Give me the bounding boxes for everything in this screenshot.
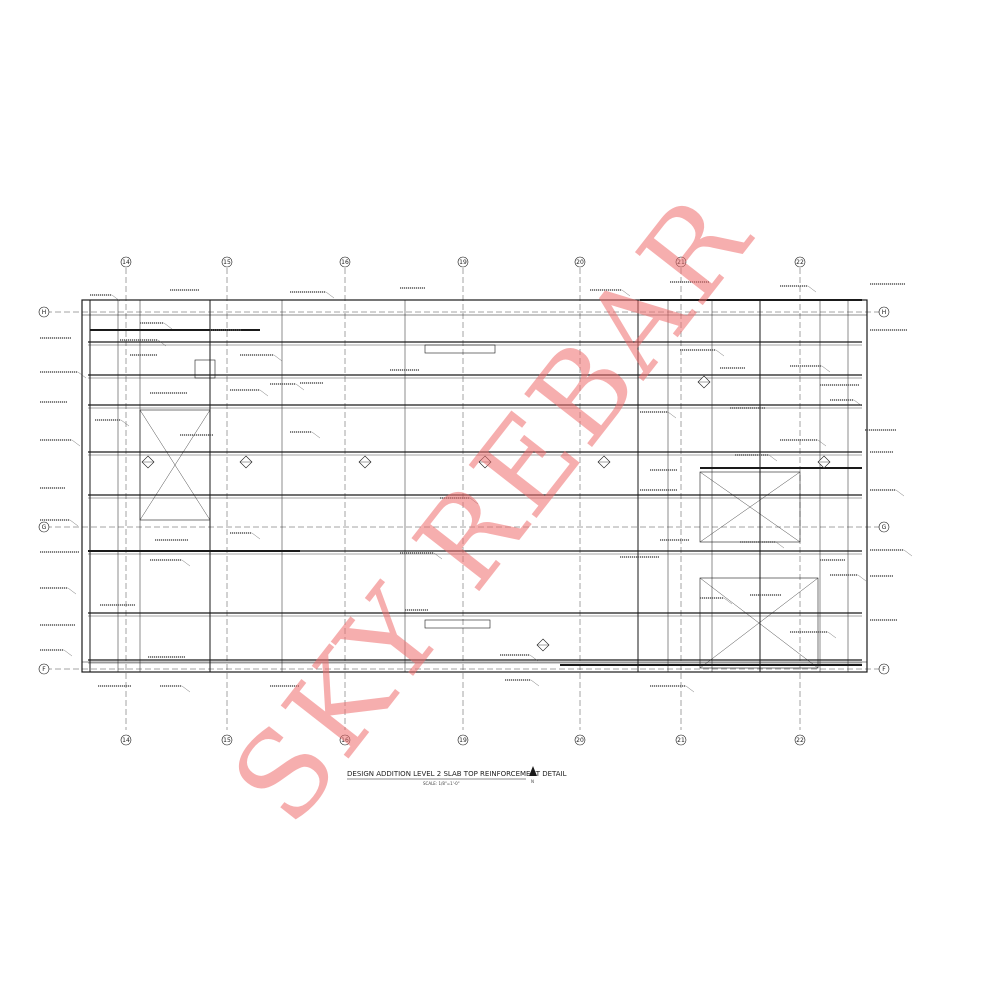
grid-bubble-circle <box>221 734 233 746</box>
rebar-callout-leader <box>111 294 121 302</box>
slab-opening-diagonal <box>139 409 211 521</box>
rebar-callout-leader <box>63 649 73 657</box>
grid-bubble-circle <box>339 256 351 268</box>
grid-bubble-label: 15 <box>223 737 231 744</box>
rebar-callout-leader <box>181 559 191 567</box>
drawing-title-block: DESIGN ADDITION LEVEL 2 SLAB TOP REINFOR… <box>347 766 567 786</box>
grid-bubble-label: F <box>882 666 886 673</box>
rebar-callout-leader <box>817 439 827 447</box>
rebar-callout-leader <box>723 597 733 605</box>
grid-bubble-circle <box>120 256 132 268</box>
rebar-callout-leader <box>903 549 913 557</box>
rebar-callout-leader <box>71 439 81 447</box>
slab-opening-outline <box>699 577 819 669</box>
slab-opening-outline <box>139 409 211 521</box>
rebar-callout-leader <box>181 685 191 693</box>
rebar-callout-leader <box>821 365 831 373</box>
rebar-callout-leader <box>530 679 540 687</box>
grid-bubble-label: 20 <box>576 737 584 744</box>
grid-bubble-label: 15 <box>223 259 231 266</box>
rebar-callouts <box>40 281 913 693</box>
grid-bubble-label: G <box>42 524 47 531</box>
grid-bubble-label: 20 <box>576 259 584 266</box>
grid-bubble-circle <box>878 663 890 675</box>
grid-bubble-label: 21 <box>677 737 685 744</box>
grid-bubble-label: G <box>882 524 887 531</box>
drawing-scale-note: SCALE: 1/8"=1'-0" <box>423 781 460 786</box>
grid-bubble-label: 16 <box>341 737 349 744</box>
watermark-text: SKY REBAR <box>206 169 778 847</box>
watermark: SKY REBAR <box>206 169 778 847</box>
column-grid-bubbles-top: 14 15 16 19 20 21 22 <box>120 256 806 268</box>
grid-bubble-circle <box>878 521 890 533</box>
slab-outline <box>81 299 868 673</box>
rebar-callout-leader <box>77 371 87 379</box>
rebar-callout-leader <box>120 419 130 427</box>
grid-bubble-circle <box>38 521 50 533</box>
grid-bubble-label: H <box>882 309 887 316</box>
grid-bubble-label: 14 <box>122 259 130 266</box>
grid-bubble-circle <box>794 734 806 746</box>
slab-openings <box>139 344 819 669</box>
north-arrow-icon: N <box>529 766 537 784</box>
rebar-callout-leader <box>853 399 863 407</box>
grid-bubble-circle <box>221 256 233 268</box>
grid-bubble-label: 19 <box>459 737 467 744</box>
rebar-callout-leader <box>529 654 539 662</box>
grid-bubble-circle <box>675 256 687 268</box>
slab-opening-diagonal <box>699 577 819 669</box>
grid-bubble-label: 16 <box>341 259 349 266</box>
rebar-callout-leader <box>325 291 335 299</box>
rebar-callout-leader <box>807 285 817 293</box>
rebar-callout-leader <box>827 631 837 639</box>
rebar-callout-leader <box>163 322 173 330</box>
grid-bubble-circle <box>339 734 351 746</box>
rebar-callout-leader <box>433 552 443 560</box>
grid-bubble-label: F <box>42 666 46 673</box>
rebar-callout-leader <box>667 411 677 419</box>
rebar-callout-leader <box>685 685 695 693</box>
column-grid-bubbles-bottom: 14 15 16 19 20 21 22 <box>120 734 806 746</box>
grid-bubble-circle <box>878 306 890 318</box>
rebar-callout-leader <box>775 541 785 549</box>
rebar-callout-leader <box>311 431 321 439</box>
rebar-callout-leader <box>469 497 479 505</box>
section-markers <box>141 375 831 652</box>
rebar-callout-leader <box>768 454 778 462</box>
rebar-callout-leader <box>69 519 79 527</box>
grid-bubble-label: 21 <box>677 259 685 266</box>
grid-bubble-circle <box>38 306 50 318</box>
grid-bubble-label: 22 <box>796 737 804 744</box>
slab-detail-box <box>194 359 216 379</box>
rebar-callout-leader <box>259 389 269 397</box>
grid-bubble-circle <box>120 734 132 746</box>
grid-bubble-label: 22 <box>796 259 804 266</box>
slab-detail-box <box>424 344 496 354</box>
rebar-callout-leader <box>857 574 867 582</box>
grid-bubble-circle <box>457 256 469 268</box>
grid-bubble-circle <box>574 734 586 746</box>
grid-bubble-label: H <box>42 309 47 316</box>
rebar-callout-leader <box>67 587 77 595</box>
slab-opening-diagonal <box>699 471 801 543</box>
grid-bubble-label: 19 <box>459 259 467 266</box>
grid-bubble-circle <box>675 734 687 746</box>
grid-bubble-circle <box>457 734 469 746</box>
rebar-callout-leader <box>895 489 905 497</box>
grid-bubble-circle <box>794 256 806 268</box>
grid-bubble-label: 14 <box>122 737 130 744</box>
rebar-callout-leader <box>273 354 283 362</box>
slab-detail-box <box>424 619 491 629</box>
rebar-callout-leader <box>715 349 725 357</box>
rebar-callout-leader <box>295 383 305 391</box>
rebar-callout-leader <box>157 339 167 347</box>
rebar-callout-leader <box>621 289 631 297</box>
north-arrow-label: N <box>531 779 534 784</box>
grid-bubble-circle <box>574 256 586 268</box>
grid-bubble-circle <box>38 663 50 675</box>
rebar-callout-leader <box>251 532 261 540</box>
drawing-title: DESIGN ADDITION LEVEL 2 SLAB TOP REINFOR… <box>347 770 567 778</box>
row-grid-bubbles: H H G G F F <box>38 306 890 675</box>
